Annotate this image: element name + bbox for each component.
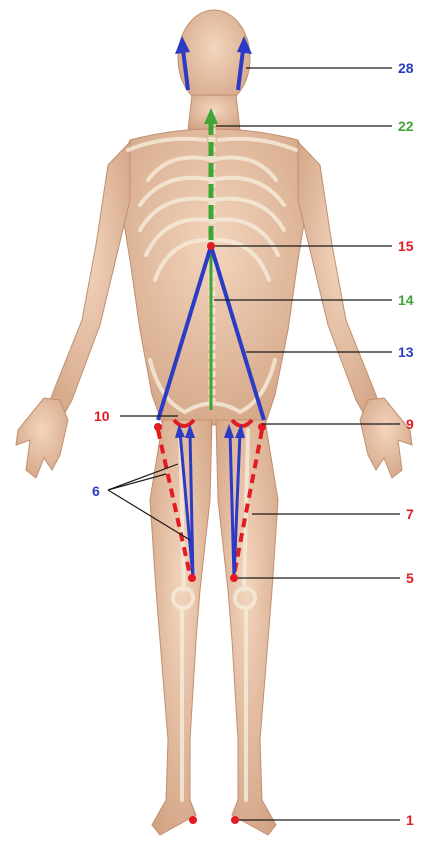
label-1: 1 xyxy=(406,812,414,828)
label-6: 6 xyxy=(92,483,100,499)
label-28: 28 xyxy=(398,60,414,76)
hip-point-left xyxy=(154,423,162,431)
label-15: 15 xyxy=(398,238,414,254)
label-7: 7 xyxy=(406,506,414,522)
hand-right xyxy=(360,398,412,478)
label-10: 10 xyxy=(94,408,110,424)
head xyxy=(178,10,250,106)
label-9: 9 xyxy=(406,416,414,432)
sternum-point xyxy=(207,242,215,250)
arm-right xyxy=(298,142,384,425)
foot-point-left xyxy=(189,816,197,824)
foot-point-right xyxy=(231,816,239,824)
label-22: 22 xyxy=(398,118,414,134)
hand-left xyxy=(16,398,68,478)
label-13: 13 xyxy=(398,344,414,360)
arm-left xyxy=(44,142,130,425)
label-5: 5 xyxy=(406,570,414,586)
label-14: 14 xyxy=(398,292,414,308)
knee-point-left xyxy=(188,574,196,582)
knee-point-right xyxy=(230,574,238,582)
